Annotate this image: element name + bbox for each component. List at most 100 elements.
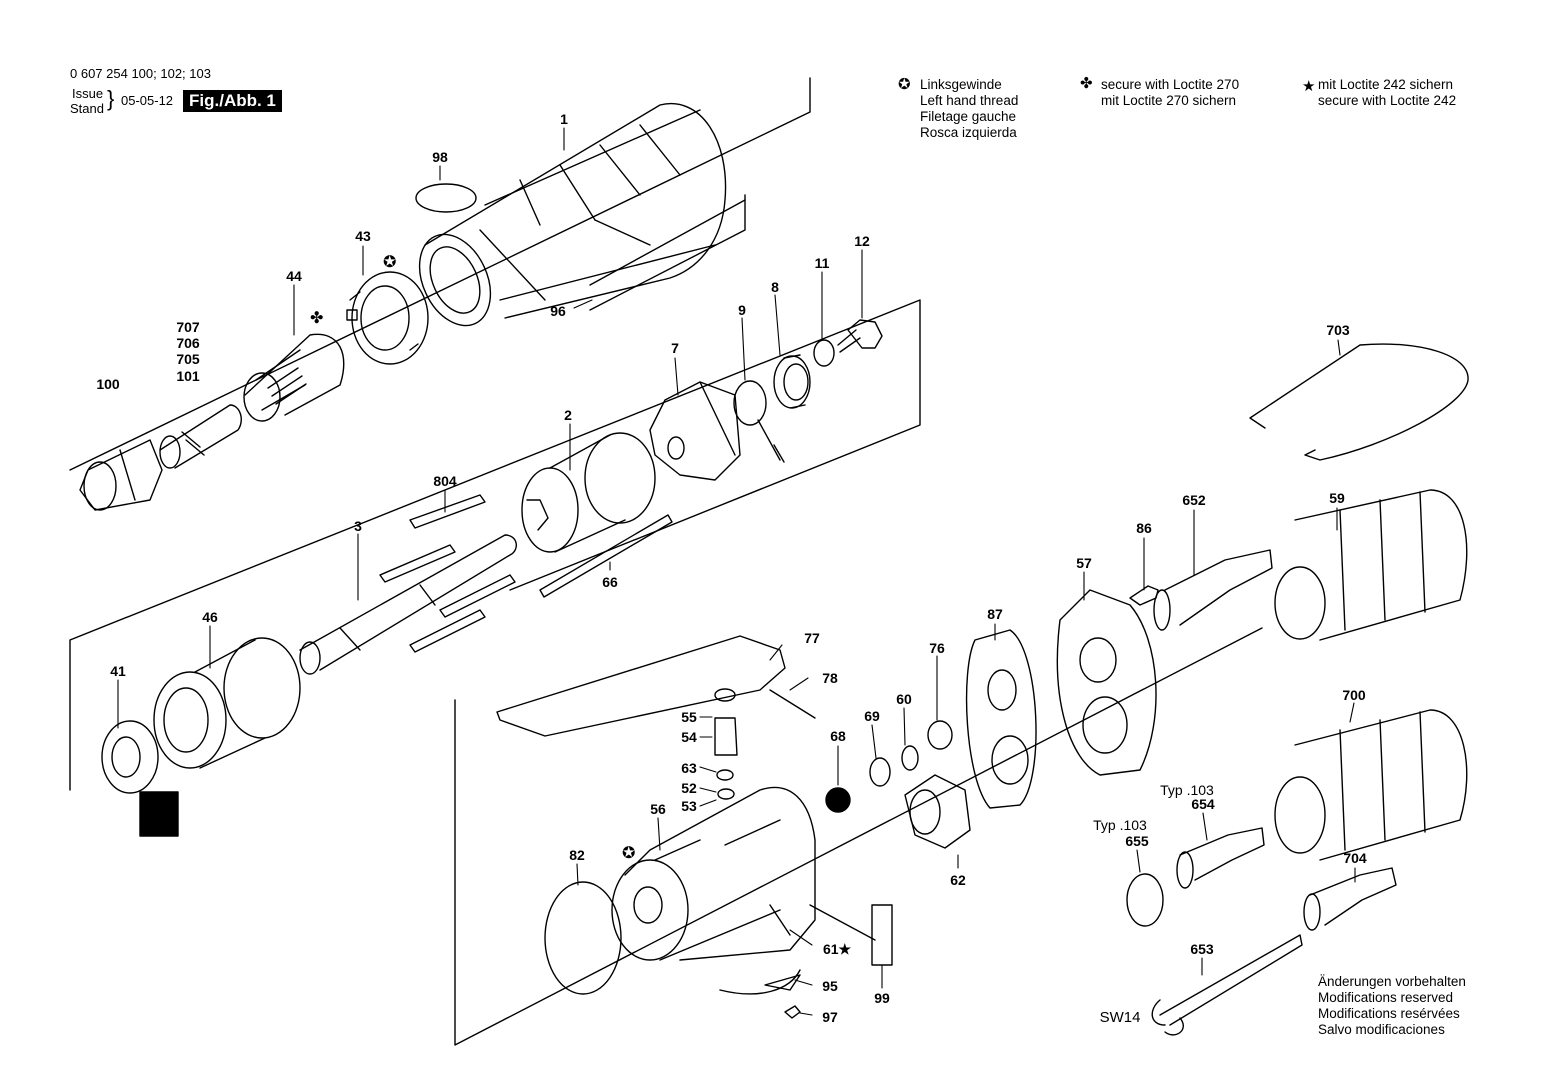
part-704-nipple: [1303, 867, 1397, 931]
label-99: 99: [874, 990, 890, 1006]
part-97-screw: [784, 1005, 801, 1019]
part-46-endplate: [153, 637, 301, 769]
part-2-cylinder: [521, 432, 656, 553]
label-2: 2: [564, 407, 572, 423]
part-9-clip: [733, 380, 785, 463]
label-12: 12: [854, 233, 870, 249]
label-96: 96: [550, 303, 566, 319]
label-62: 62: [950, 872, 966, 888]
part-66-pin: [539, 514, 673, 598]
legend-left-hand-thread: Linksgewinde Left hand thread Filetage g…: [920, 77, 1018, 141]
label-59: 59: [1329, 490, 1345, 506]
label-7: 7: [671, 340, 679, 356]
loctite-270-icon: ✤: [310, 310, 323, 327]
legend-line: mit Loctite 242 sichern: [1318, 77, 1454, 92]
label-11: 11: [815, 255, 830, 271]
legend-line: Filetage gauche: [920, 109, 1017, 124]
label-57: 57: [1076, 555, 1092, 571]
legend-line: Rosca izquierda: [920, 125, 1017, 140]
part-60-valve: [901, 745, 919, 771]
label-sw14: SW14: [1100, 1009, 1141, 1026]
notice-line: Änderungen vorbehalten: [1318, 974, 1466, 989]
label-655: 655: [1125, 833, 1149, 849]
part-68-ball: [825, 787, 851, 813]
part-804-vanes: [379, 494, 516, 653]
label-76: 76: [929, 640, 945, 656]
label-61: 61★: [823, 941, 852, 957]
part-700-silencer: [1274, 709, 1468, 861]
part-11-washer: [813, 339, 835, 367]
label-typ103a: Typ .103: [1160, 782, 1214, 798]
part-78-pin: [769, 689, 816, 719]
label-97: 97: [822, 1009, 838, 1025]
legend-loctite-242: mit Loctite 242 sichern secure with Loct…: [1318, 77, 1456, 109]
label-87: 87: [987, 606, 1003, 622]
left-hand-thread-icon: ✪: [383, 254, 396, 271]
part-98-oring: [415, 183, 477, 213]
part-62-nut: [904, 774, 971, 849]
label-704: 704: [1343, 850, 1367, 866]
part-12-screw: [837, 319, 883, 353]
legend-line: secure with Loctite 242: [1318, 93, 1457, 108]
label-9: 9: [738, 302, 746, 318]
part-76-seal: [927, 720, 953, 750]
part-41-bearing: [101, 720, 159, 794]
label-43: 43: [355, 228, 371, 244]
label-1: 1: [560, 111, 568, 127]
part-703-wire: [1249, 343, 1469, 461]
label-700: 700: [1342, 687, 1366, 703]
label-95: 95: [822, 978, 838, 994]
part-3-rotor: [299, 534, 517, 675]
label-44: 44: [286, 268, 302, 284]
label-typ103b: Typ .103: [1093, 817, 1147, 833]
figure-badge: Fig./Abb. 1: [183, 90, 282, 112]
bearing-press-icon: [139, 791, 179, 837]
loctite-270-icon: ✤: [1080, 75, 1093, 92]
middle-group-frame: [69, 299, 921, 791]
label-53: 53: [681, 798, 697, 814]
left-hand-thread-icon: ✪: [898, 76, 911, 93]
label-705: 705: [176, 351, 200, 367]
label-804: 804: [433, 473, 457, 489]
part-77-lever: [496, 635, 786, 737]
part-654-nipple: [1176, 827, 1265, 889]
label-46: 46: [202, 609, 218, 625]
legend-line: Linksgewinde: [920, 77, 1002, 92]
label-707: 707: [176, 319, 200, 335]
label-8: 8: [771, 279, 779, 295]
part-numbers: 0 607 254 100; 102; 103: [70, 66, 211, 81]
label-41: 41: [110, 663, 126, 679]
part-95-plate: [764, 974, 801, 991]
loctite-242-star-icon: ★: [1302, 78, 1316, 95]
part-56-housing: [611, 786, 876, 995]
label-56: 56: [650, 801, 666, 817]
part-87-gasket: [965, 629, 1037, 809]
modifications-notice: Änderungen vorbehalten Modifications res…: [1318, 974, 1466, 1038]
legend-line: secure with Loctite 270: [1101, 77, 1240, 92]
label-68: 68: [830, 728, 846, 744]
label-86: 86: [1136, 520, 1152, 536]
label-60: 60: [896, 691, 912, 707]
stand-label: Stand: [70, 101, 104, 116]
label-77: 77: [804, 630, 820, 646]
label-52: 52: [681, 780, 697, 796]
part-82-oring: [544, 881, 622, 995]
left-hand-thread-icon: ✪: [622, 845, 635, 862]
part-59-silencer: [1274, 489, 1468, 641]
label-653: 653: [1190, 941, 1214, 957]
part-7-block: [649, 381, 741, 481]
issue-date: 05-05-12: [121, 93, 174, 108]
part-86-screw: [1129, 585, 1159, 606]
part-57-plate: [1056, 589, 1157, 776]
label-54: 54: [681, 729, 697, 745]
label-82: 82: [569, 847, 585, 863]
label-703: 703: [1326, 322, 1350, 338]
label-100: 100: [96, 376, 120, 392]
label-654: 654: [1191, 796, 1215, 812]
upper-group-frame: [69, 77, 811, 471]
legend-line: Left hand thread: [920, 93, 1019, 108]
part-653-wrench: [1151, 934, 1303, 1036]
label-652: 652: [1182, 492, 1206, 508]
leader-lines: [117, 127, 1356, 1016]
